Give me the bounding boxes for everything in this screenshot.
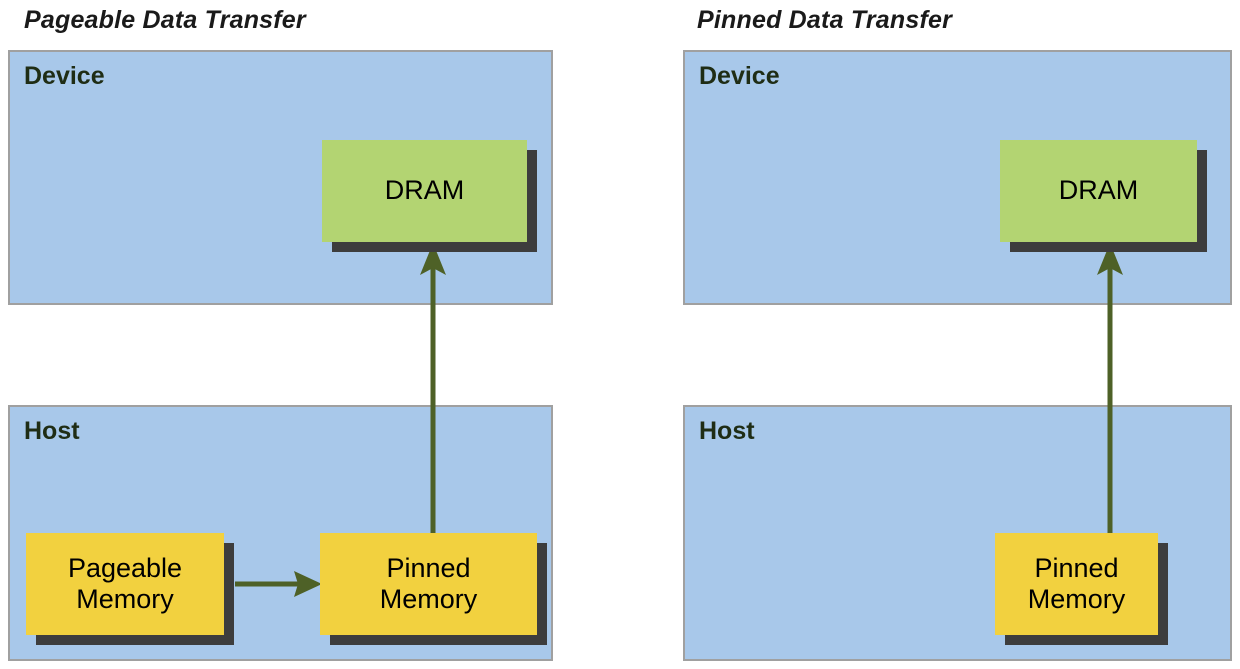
panel-title-pageable: Pageable Data Transfer [24, 6, 306, 34]
device-container-pinned: Device [683, 50, 1232, 305]
pinned-memory-label-line1: Pinned [386, 552, 471, 583]
pageable-memory-label-line2: Memory [76, 584, 174, 614]
dram-block-pinned[interactable]: DRAM [1000, 140, 1207, 252]
host-label-pinned: Host [699, 417, 755, 445]
pageable-memory-label-line1: Pageable [67, 552, 183, 583]
pinned-memory-label-line2: Memory [379, 584, 478, 614]
pinned-memory-label-line2: Memory [1027, 584, 1126, 614]
pinned-memory-block-pageable[interactable]: Pinned Memory [320, 533, 547, 645]
pinned-memory-block-pinned[interactable]: Pinned Memory [995, 533, 1168, 645]
pageable-memory-block[interactable]: Pageable Memory [26, 533, 234, 645]
device-label-pageable: Device [24, 62, 105, 90]
dram-block-face-pinned [1000, 140, 1197, 242]
pageable-memory-label: Pageable Memory [62, 553, 188, 615]
device-label-pinned: Device [699, 62, 780, 90]
pinned-memory-face-pageable [320, 533, 537, 635]
host-label-pageable: Host [24, 417, 80, 445]
pageable-memory-face [26, 533, 224, 635]
pinned-memory-label-line1: Pinned [1034, 552, 1119, 583]
pinned-memory-label-pinned: Pinned Memory [1022, 553, 1132, 615]
dram-block-label-pinned: DRAM [1058, 175, 1139, 206]
dram-block-pageable[interactable]: DRAM [322, 140, 537, 252]
pinned-memory-face-pinned [995, 533, 1158, 635]
dram-block-label: DRAM [384, 175, 465, 206]
panel-title-pinned: Pinned Data Transfer [697, 6, 953, 34]
dram-block-face [322, 140, 527, 242]
pinned-memory-label-pageable: Pinned Memory [374, 553, 484, 615]
